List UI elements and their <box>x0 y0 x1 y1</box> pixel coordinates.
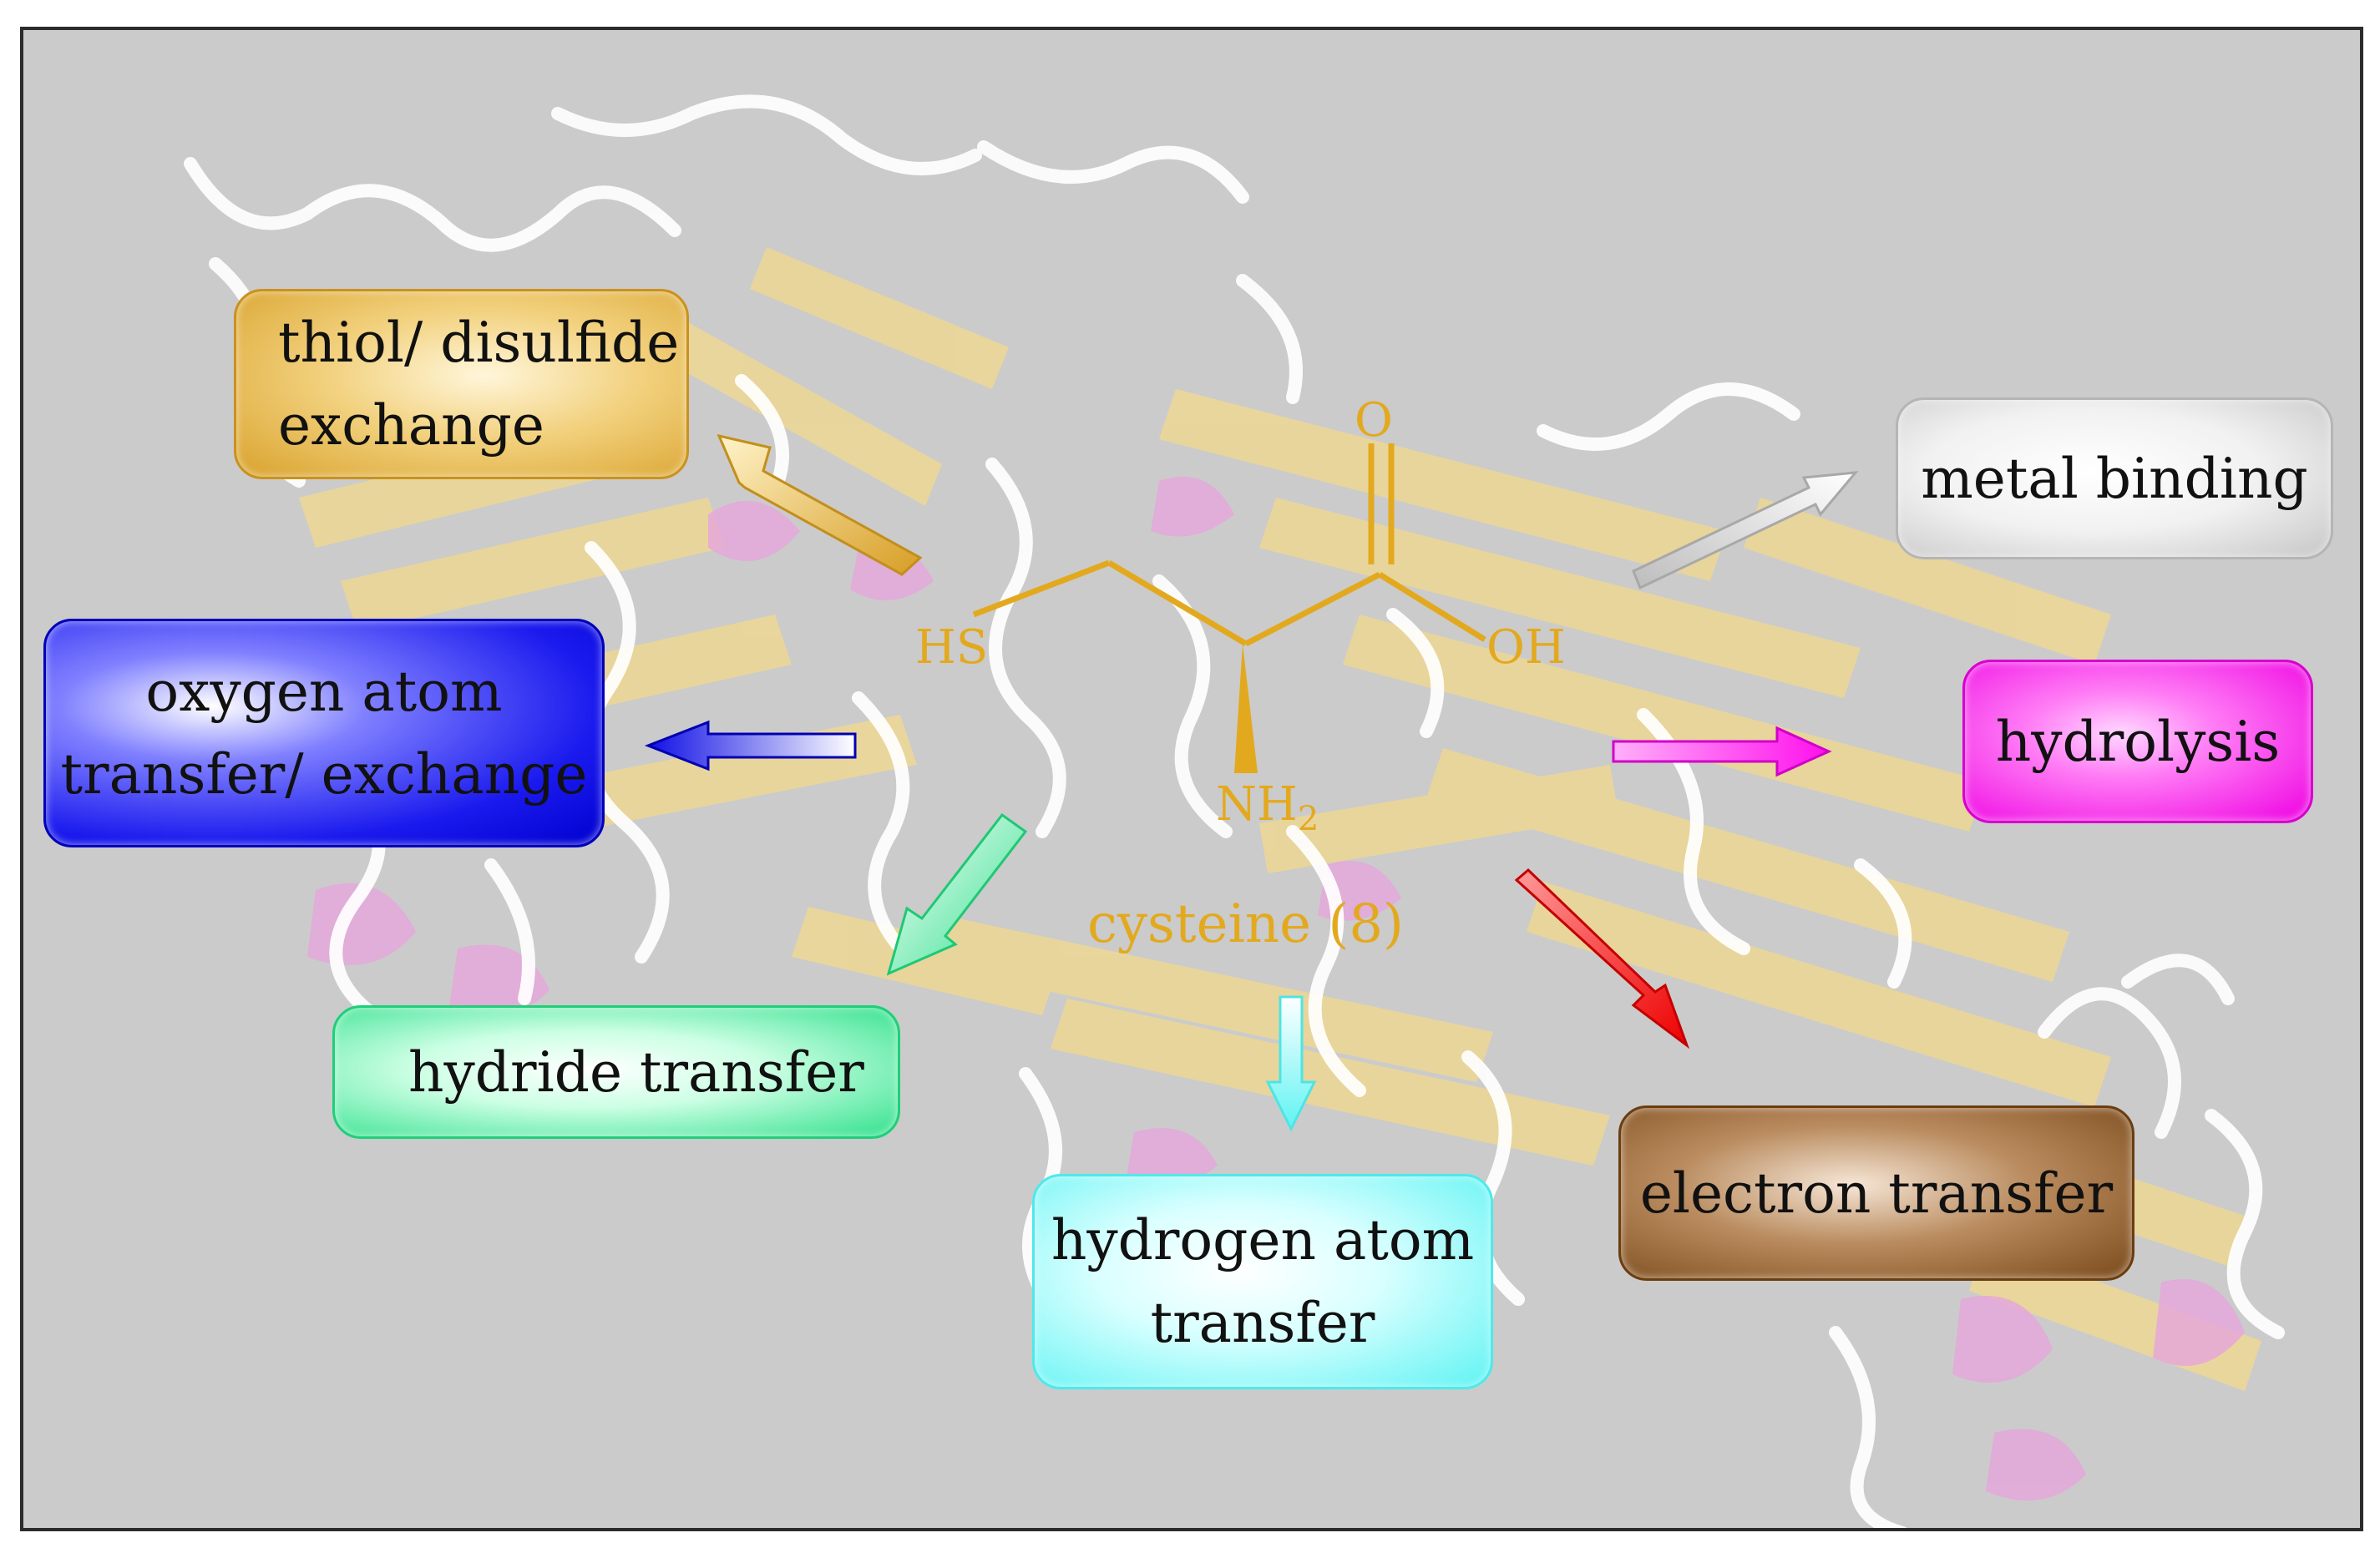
box-thiol-disulfide: thiol/ disulfide exchange <box>234 289 689 479</box>
cysteine-bonds <box>972 443 1486 647</box>
figure-frame: O HS OH NH2 cysteine (8) thiol/ disulfid… <box>20 27 2363 1531</box>
box-hydride-transfer: hydride transfer <box>332 1005 900 1139</box>
box-line: transfer/ exchange <box>60 742 588 807</box>
atom-nh2: NH2 <box>1216 782 1319 839</box>
box-metal-binding: metal binding <box>1896 397 2333 559</box>
box-line: metal binding <box>1921 446 2308 511</box>
arrow-hydrogen <box>1265 995 1317 1132</box>
box-line: thiol/ disulfide <box>278 311 680 375</box>
box-electron-transfer: electron transfer <box>1618 1105 2134 1281</box>
arrow-electron <box>1514 868 1690 1050</box>
arrow-thiol <box>717 433 923 576</box>
arrow-hydrolysis <box>1612 726 1832 777</box>
box-line: exchange <box>278 393 544 458</box>
reaction-arrows <box>644 433 1859 1132</box>
box-line: hydride transfer <box>408 1040 864 1105</box>
arrow-hydride <box>886 812 1028 976</box>
box-oxygen-atom-transfer: oxygen atom transfer/ exchange <box>43 619 605 847</box>
center-label: cysteine (8) <box>1087 893 1404 955</box>
box-hydrogen-atom-transfer: hydrogen atom transfer <box>1032 1174 1493 1389</box>
box-line: hydrogen atom <box>1051 1208 1475 1272</box>
box-line: electron transfer <box>1639 1161 2114 1226</box>
arrow-oxygen <box>644 720 857 771</box>
box-line: hydrolysis <box>1995 709 2281 774</box>
atom-hs: HS <box>915 620 989 675</box>
wedge-bond <box>1234 644 1258 773</box>
box-line: transfer <box>1150 1291 1375 1355</box>
amine-subscript: 2 <box>1297 800 1319 839</box>
arrow-metal <box>1632 471 1859 590</box>
box-hydrolysis: hydrolysis <box>1962 660 2313 823</box>
atom-o: O <box>1355 393 1393 448</box>
amine-label: NH <box>1216 777 1298 832</box>
box-line: oxygen atom <box>145 660 503 724</box>
atom-oh: OH <box>1486 620 1566 675</box>
protein-structure-background <box>184 94 2285 1528</box>
